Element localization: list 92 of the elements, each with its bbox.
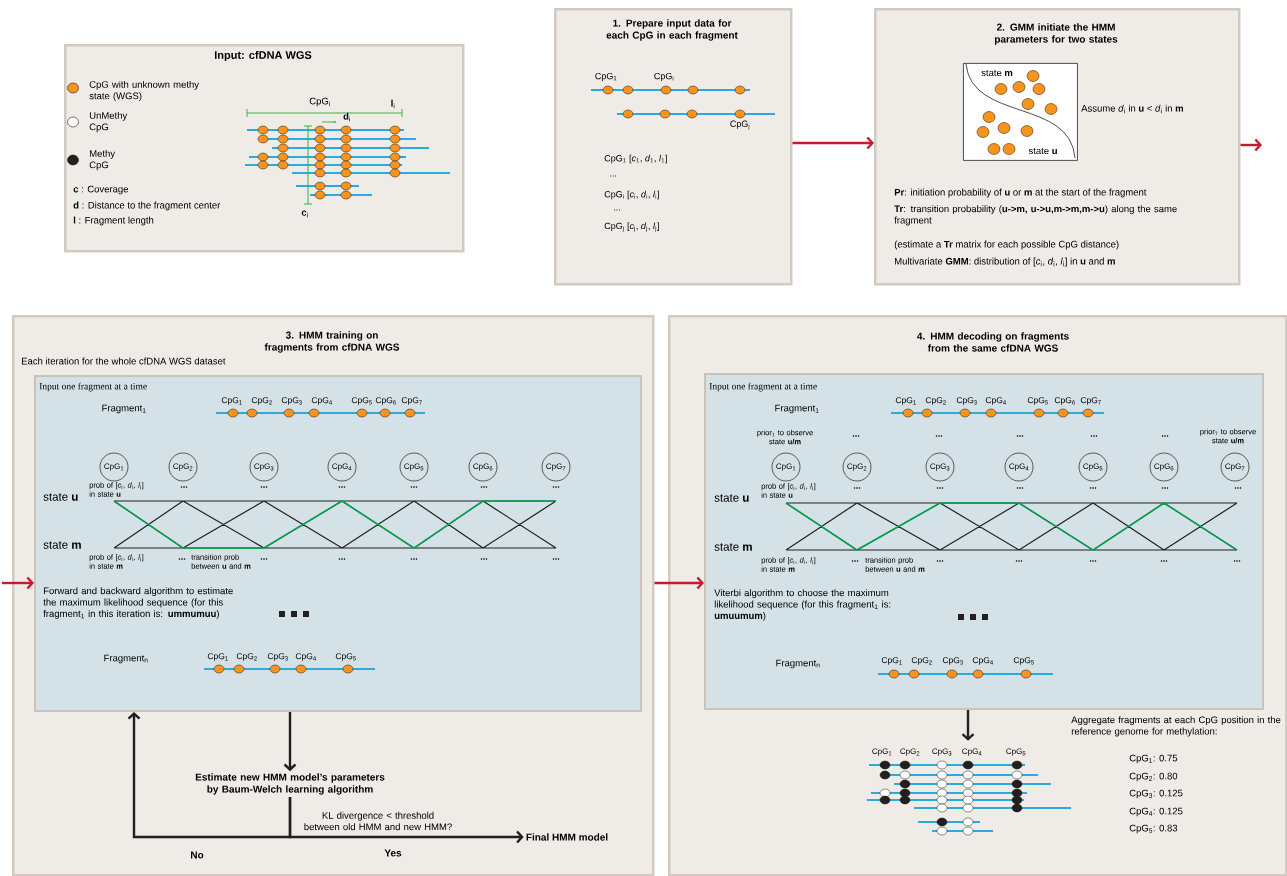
variable-label: CpG$_{i}$	[309, 97, 330, 107]
notation-text: d : Distance to the fragment center	[73, 201, 221, 211]
edge-label: No	[189, 850, 205, 860]
cpg-label: CpG$_{1}$	[221, 397, 242, 405]
cpg-label: CpG$_{3}$	[267, 653, 288, 661]
feature-vector-text: CpG$_{j}$ [c$_{j}$, d$_{j}$, l$_{j}$]	[604, 222, 659, 232]
state-label: state m	[714, 543, 752, 551]
state-label: state m	[43, 541, 81, 549]
cpg-label: CpG$_{6}$	[1054, 397, 1075, 405]
ellipsis-text: ...	[1089, 560, 1097, 562]
ellipsis-text: ...	[614, 209, 620, 211]
cpg-label: CpG$_{5}$	[1013, 657, 1034, 665]
cpg-label: CpG$_{1}$	[881, 657, 902, 665]
cpg-label: CpG$_{4}$	[972, 657, 993, 665]
cpg-label: CpG$_{4}$	[311, 397, 332, 405]
cpg-label: CpG$_{3}$	[956, 397, 977, 405]
ellipsis-text: ...	[552, 558, 560, 560]
cpg-label: CpG$_{4}$	[295, 653, 316, 661]
step-text: Estimate new HMM model’s parameters by Baum-Welch learning algorithm	[195, 773, 385, 795]
description-text: Aggregate fragments at each CpG position in the reference genome for methylation:	[1071, 716, 1281, 737]
methylation-value: CpG$_{3}$: 0.125	[1129, 789, 1183, 799]
description-text: Viterbi algorithm to choose the maximum likelihood sequence (for this fragment$_{1}$ is: umuumum)	[714, 589, 891, 621]
legend-text: CpG with unknown methy state (WGS)	[89, 80, 199, 102]
notation-text: l : Fragment length	[73, 216, 154, 226]
cpg-label: CpG$_{3}$	[942, 657, 963, 665]
arrow	[792, 136, 874, 150]
cpg-label: CpG$_{6}$	[375, 397, 396, 405]
aggregated-fragments-drawing	[867, 760, 1071, 836]
ellipsis-text: ...	[1090, 435, 1098, 437]
condition-text: KL divergence < threshold between old HMM and new HMM?	[304, 811, 452, 831]
step-text: Final HMM model	[526, 833, 608, 841]
note-text: (estimate a Tr matrix for each possible CpG distance)	[894, 240, 1119, 250]
ellipsis-text: ...	[338, 558, 346, 560]
ellipsis-text: ...	[1016, 435, 1024, 437]
arrow	[2, 576, 34, 590]
state-label: state u	[714, 494, 749, 502]
ellipsis-text: ...	[851, 560, 859, 562]
legend-text: UnMethy CpG	[89, 111, 128, 133]
feature-vector-text: CpG$_{i}$ [c$_{i}$, d$_{i}$, l$_{i}$]	[604, 190, 659, 200]
methylation-value: CpG$_{1}$: 0.75	[1129, 754, 1178, 764]
variable-label: d$_{i}$	[343, 112, 350, 122]
feature-vector-text: CpG$_{1}$ [c$_{1}$, d$_{1}$, l$_{1}$]	[604, 154, 667, 164]
fragment-label: Fragment$_{n}$	[104, 654, 148, 664]
edge-label: Yes	[383, 848, 403, 858]
ellipsis-text: ...	[1160, 560, 1168, 562]
cpg-label: CpG$_{1}$	[207, 653, 228, 661]
cpg-label: CpG$_{i}$	[654, 72, 674, 82]
variable-label: c$_{i}$	[301, 210, 308, 218]
ellipsis-text: ...	[1233, 560, 1241, 562]
cpg-label: CpG$_{j}$	[730, 120, 750, 130]
ellipsis-text: ...	[935, 435, 943, 437]
cpg-label: CpG$_{3}$	[281, 397, 302, 405]
notation-text: c : Coverage	[73, 185, 129, 195]
ellipsis-text: ...	[260, 558, 268, 560]
definition-text: Tr: transition probability (u->m, u->u,m->m,m->u) along the same fragment	[894, 205, 1177, 226]
variable-label: l$_{i}$	[391, 99, 395, 109]
arrow	[283, 712, 297, 772]
arrow	[961, 710, 975, 741]
ellipsis-text: ...	[936, 560, 944, 562]
methylation-value: CpG$_{2}$: 0.80	[1129, 772, 1178, 782]
fragment-label: Fragment$_{1}$	[775, 404, 819, 414]
cpg-label: CpG$_{5}$	[335, 653, 356, 661]
ellipsis-text: ...	[178, 558, 186, 560]
fragment-label: Fragment$_{1}$	[102, 404, 146, 414]
ellipsis-text: ...	[1015, 560, 1023, 562]
methylation-value: CpG$_{4}$: 0.125	[1129, 807, 1183, 817]
cpg-label: CpG$_{7}$	[401, 397, 422, 405]
cpg-label: CpG$_{2}$	[911, 657, 932, 665]
cpg-label: CpG$_{2}$	[251, 397, 272, 405]
ellipsis-text: ...	[1161, 435, 1169, 437]
definition-text: Pr: initiation probability of u or m at the start of the fragment	[894, 188, 1147, 198]
cpg-label: CpG$_{5}$	[351, 397, 372, 405]
cpg-label: CpG$_{5}$	[1027, 397, 1048, 405]
ellipsis-text: ...	[410, 558, 418, 560]
cpg-label: CpG$_{7}$	[1080, 397, 1101, 405]
arrow	[127, 712, 292, 839]
arrow	[654, 576, 704, 590]
cpg-label: CpG$_{2}$	[925, 397, 946, 405]
ellipsis-text: ...	[610, 175, 616, 177]
methylation-value: CpG$_{5}$: 0.83	[1129, 824, 1178, 834]
cpg-label: CpG$_{4}$	[985, 397, 1006, 405]
arrow	[1240, 138, 1263, 152]
ellipsis-text: ...	[480, 558, 488, 560]
cpg-label: CpG$_{1}$	[595, 72, 617, 82]
definition-text: Multivariate GMM: distribution of [c$_{i}$, d$_{i}$, l$_{i}$] in u and m	[895, 257, 1115, 267]
state-label: state u	[43, 493, 78, 501]
cpg-label: CpG$_{2}$	[236, 653, 257, 661]
ellipsis-text: ...	[852, 435, 860, 437]
fragment-label: Fragment$_{n}$	[776, 659, 820, 669]
legend-text: Methy CpG	[89, 149, 116, 171]
description-text: Forward and backward algorithm to estimate the maximum likelihood sequence (for this fragment$_{1}$ in this iteration is: ummumuu)	[43, 587, 233, 619]
cpg-label: CpG$_{1}$	[895, 397, 916, 405]
